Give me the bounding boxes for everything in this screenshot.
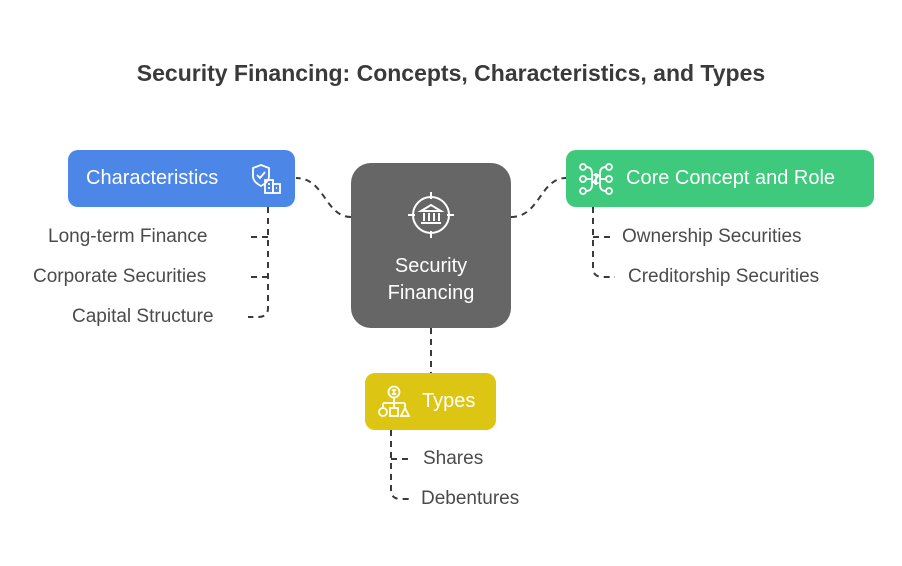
characteristics-item-capital-structure: Capital Structure [72, 306, 214, 327]
characteristics-label: Characteristics [86, 167, 219, 189]
core-concept-node: Core Concept and Role [566, 150, 874, 207]
org-chart-icon [377, 385, 411, 424]
types-item-debentures: Debentures [421, 488, 520, 509]
connector-center-characteristics [295, 177, 352, 218]
network-nodes-icon [578, 162, 614, 201]
characteristics-item-long-term-finance: Long-term Finance [48, 226, 208, 247]
connector-types-tree [390, 430, 413, 500]
characteristics-item-corporate-securities: Corporate Securities [33, 266, 207, 287]
core-item-creditorship-securities: Creditorship Securities [628, 266, 820, 287]
bank-target-icon [406, 190, 456, 245]
center-node: Security Financing [351, 163, 511, 328]
types-item-shares: Shares [423, 448, 484, 469]
connector-core-tree [592, 207, 615, 278]
connector-characteristics-tree [248, 207, 269, 318]
core-concept-label: Core Concept and Role [626, 167, 836, 189]
shield-building-icon [249, 162, 283, 201]
types-node: Types [365, 373, 496, 430]
center-label: Security Financing [387, 255, 475, 304]
core-item-ownership-securities: Ownership Securities [622, 226, 802, 247]
diagram-title: Security Financing: Concepts, Characteri… [136, 60, 766, 86]
connector-center-core [510, 177, 567, 218]
characteristics-node: Characteristics [68, 150, 295, 207]
types-label: Types [422, 390, 476, 412]
